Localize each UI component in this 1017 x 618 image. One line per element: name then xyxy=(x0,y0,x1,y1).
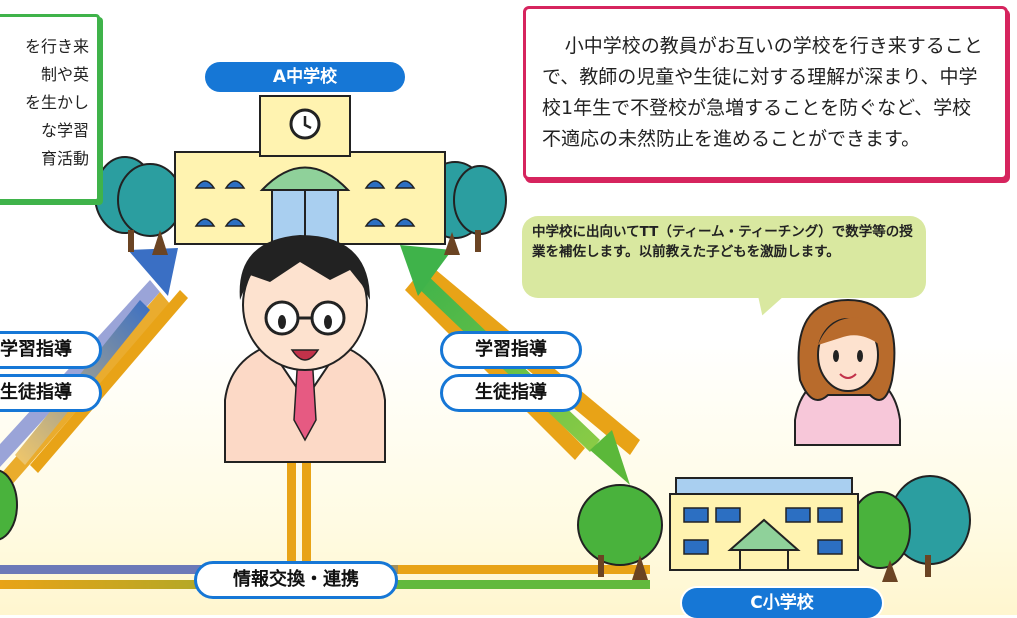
left-note-line: を生かし xyxy=(24,93,89,112)
school-c-label: C小学校 xyxy=(682,588,882,618)
speech-bubble: 中学校に出向いてTT（ティーム・ティーチング）で数学等の授業を補佐します。以前教… xyxy=(522,216,926,298)
left-tree xyxy=(0,469,18,541)
exchange-tag: 情報交換・連携 xyxy=(194,561,398,599)
left-note-line: 制や英 xyxy=(40,65,89,84)
left-note-line: な学習 xyxy=(40,121,89,140)
school-a-label: A中学校 xyxy=(205,62,405,92)
right-student-tag: 生徒指導 xyxy=(440,374,582,412)
left-guidance-tag: 学習指導 xyxy=(0,331,102,369)
vertical-connectors xyxy=(287,462,311,572)
teacher-illustration xyxy=(224,235,386,463)
left-note-line: を行き来 xyxy=(24,37,89,56)
school-c-building xyxy=(577,475,971,582)
female-teacher-illustration xyxy=(794,298,901,446)
school-a-building xyxy=(94,95,507,255)
left-note-box: を行き来 制や英 を生かし な学習 育活動 xyxy=(0,14,100,202)
speech-text: 中学校に出向いてTT（ティーム・ティーチング）で数学等の授業を補佐します。以前教… xyxy=(532,224,913,260)
right-note-text: 小中学校の教員がお互いの学校を行き来することで、教師の児童や生徒に対する理解が深… xyxy=(542,35,983,150)
left-student-tag: 生徒指導 xyxy=(0,374,102,412)
right-guidance-tag: 学習指導 xyxy=(440,331,582,369)
left-note-line: 育活動 xyxy=(40,149,89,168)
right-note-box: 小中学校の教員がお互いの学校を行き来することで、教師の児童や生徒に対する理解が深… xyxy=(523,6,1008,180)
